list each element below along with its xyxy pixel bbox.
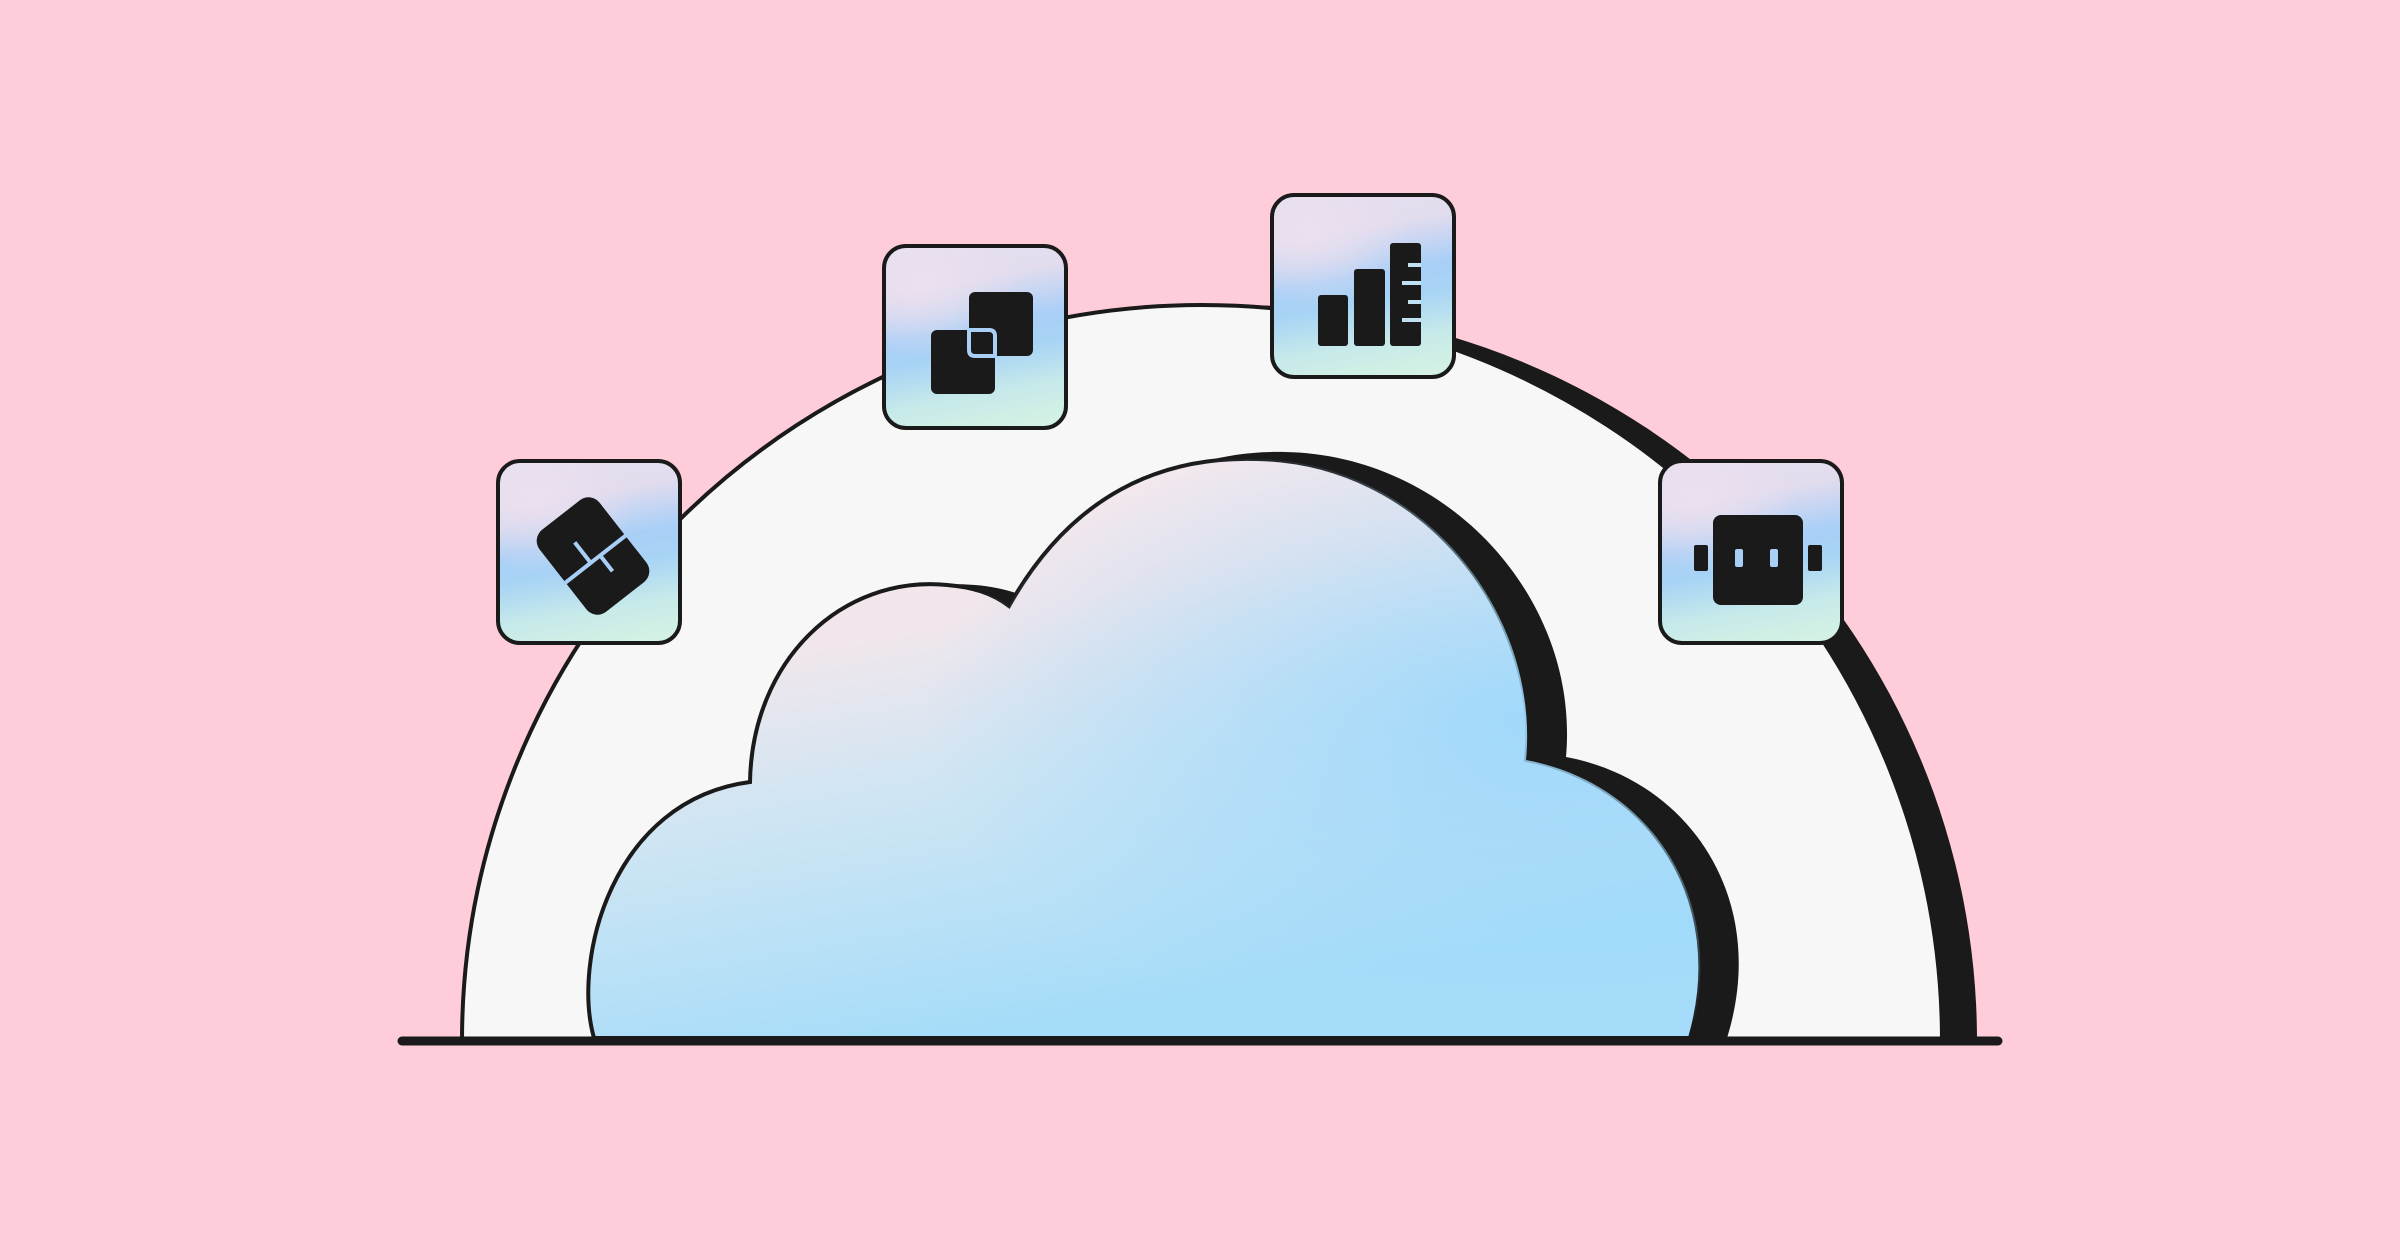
integration-tile-connector[interactable]	[1658, 459, 1844, 645]
bar-chart-icon	[1318, 243, 1421, 346]
integration-tile-puzzle[interactable]	[496, 459, 682, 645]
plug-connector-icon	[1694, 515, 1822, 605]
integration-tile-overlap[interactable]	[882, 244, 1068, 430]
integration-tile-chart[interactable]	[1270, 193, 1456, 379]
overlap-squares-icon	[931, 292, 1033, 394]
cloud-blue-tint	[588, 458, 1701, 1038]
puzzle-link-icon	[536, 497, 650, 615]
